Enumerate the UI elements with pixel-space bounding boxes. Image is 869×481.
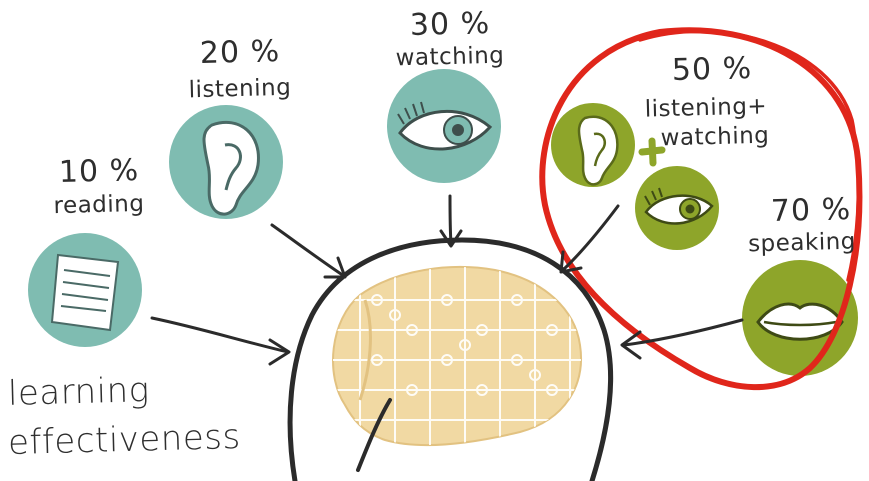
brain-puzzle-icon (332, 266, 582, 472)
eye-icon (644, 187, 714, 225)
arrows (150, 194, 744, 366)
watching-percent: 30 % (409, 5, 491, 44)
reading-percent: 10 % (58, 152, 140, 191)
head-outline (287, 237, 614, 481)
arrow-listening-watching (559, 204, 620, 274)
diagram-title-line1: learning (7, 370, 151, 414)
listening-watching-eye-circle (635, 166, 719, 250)
listening-label: listening (188, 74, 292, 104)
listening-circle (169, 105, 283, 219)
highlight-circle (539, 27, 863, 391)
arrow-reading (150, 316, 291, 366)
listening-watching-label-line1: listening+ (644, 93, 768, 123)
plus-icon (638, 137, 666, 167)
speaking-percent: 70 % (770, 191, 852, 230)
listening-watching-ear-circle (551, 103, 635, 187)
arrow-speaking (620, 318, 744, 360)
mouth-icon (756, 302, 844, 341)
eye-icon (397, 101, 493, 151)
listening-watching-label-line2: watching (660, 122, 770, 152)
watching-label: watching (395, 42, 505, 72)
diagram-title-line2: effectiveness (7, 416, 242, 464)
ear-icon (202, 120, 260, 216)
listening-percent: 20 % (199, 33, 281, 72)
reading-label: reading (53, 190, 145, 220)
reading-circle (28, 233, 142, 347)
watching-circle (387, 69, 501, 183)
ear-icon (577, 115, 619, 186)
listening-watching-percent: 50 % (671, 50, 753, 89)
arrow-listening (270, 223, 347, 279)
arrow-watching (439, 194, 463, 248)
speaking-label: speaking (747, 228, 857, 258)
document-icon (50, 253, 120, 332)
